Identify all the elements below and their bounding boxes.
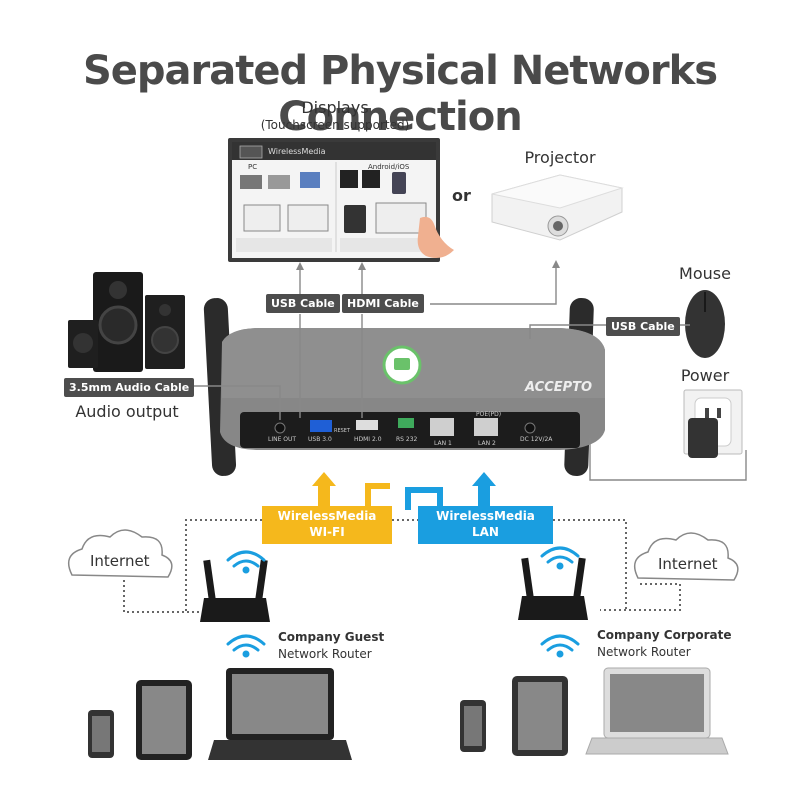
- router-left-subtitle: Network Router: [278, 647, 372, 661]
- cloud-left: [67, 529, 173, 578]
- port-lan2: LAN 2: [478, 440, 496, 447]
- screen-col-pc: PC: [248, 163, 258, 171]
- power-outlet: [683, 389, 743, 458]
- displays-label: Displays: [301, 98, 369, 117]
- brand-logo: ACCEPTO: [525, 380, 593, 395]
- or-text: or: [452, 186, 471, 205]
- lan-box-line2: LAN: [472, 525, 499, 539]
- audio-cable-tag: 3.5mm Audio Cable: [64, 378, 195, 397]
- usb-cable-tag-right: USB Cable: [606, 317, 680, 336]
- port-rs232: RS 232: [396, 436, 418, 443]
- router-left: [200, 559, 270, 622]
- projector-label: Projector: [524, 148, 596, 167]
- wifi-signal-icons: [226, 546, 580, 658]
- page-title: Separated Physical Networks Connection: [82, 48, 718, 140]
- lan-network-box: WirelessMedia LAN: [418, 506, 553, 544]
- projector: [491, 174, 624, 241]
- router-left-title: Company Guest: [278, 630, 385, 644]
- internet-right-label: Internet: [658, 555, 718, 573]
- lan-arrow: [472, 472, 496, 506]
- wifi-box-line2: WI-FI: [309, 525, 345, 539]
- router-right-title: Company Corporate: [597, 628, 732, 642]
- right-clients: [460, 667, 729, 756]
- router-right: [518, 557, 588, 620]
- internet-left-label: Internet: [90, 552, 150, 570]
- displays-sublabel: (Touchscreen supported): [260, 118, 410, 132]
- power-label: Power: [680, 366, 730, 385]
- mouse-label: Mouse: [679, 264, 731, 283]
- wirelessmedia-device: [220, 328, 605, 450]
- port-lan1: LAN 1: [434, 440, 452, 447]
- wifi-box-line1: WirelessMedia: [277, 509, 377, 523]
- port-dc: DC 12V/2A: [520, 436, 553, 443]
- display-monitor: [228, 138, 454, 262]
- mouse: [685, 290, 725, 358]
- cloud-right: [633, 532, 739, 581]
- audio-output-label: Audio output: [75, 402, 179, 421]
- port-reset: RESET: [334, 428, 351, 434]
- port-hdmi: HDMI 2.0: [354, 436, 382, 443]
- router-right-subtitle: Network Router: [597, 645, 691, 659]
- usb-cable-tag-left: USB Cable: [266, 294, 340, 313]
- port-usb: USB 3.0: [308, 436, 332, 443]
- port-line-out: LINE OUT: [268, 436, 297, 443]
- port-poe: POE(PD): [476, 411, 502, 418]
- wifi-arrow: [312, 472, 336, 506]
- wifi-network-box: WirelessMedia WI-FI: [262, 506, 392, 544]
- left-clients: [88, 668, 352, 760]
- speakers: [68, 272, 185, 372]
- screen-col-mobile: Android/iOS: [368, 163, 410, 171]
- hdmi-cable-tag: HDMI Cable: [342, 294, 424, 313]
- screen-app-name: WirelessMedia: [268, 147, 326, 156]
- lan-box-line1: WirelessMedia: [436, 509, 535, 523]
